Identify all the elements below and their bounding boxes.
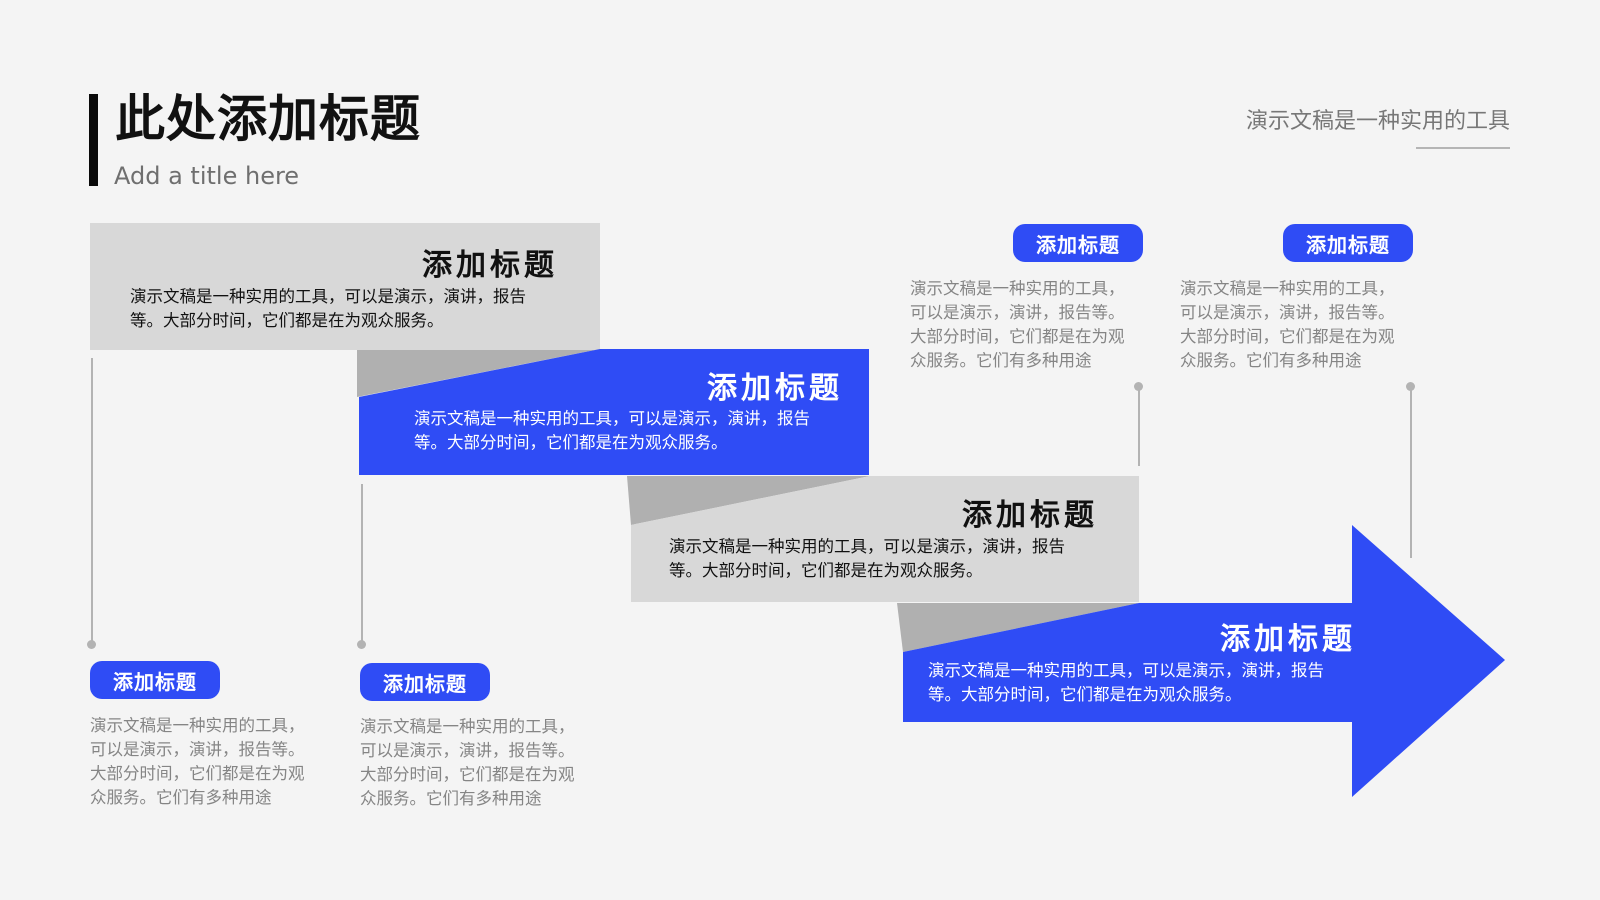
connector-line-2 <box>361 484 363 645</box>
callout-1-badge: 添加标题 <box>90 661 220 699</box>
step-3-desc-line2: 等。大部分时间，它们都是在为观众服务。 <box>669 561 983 580</box>
step-4-desc: 演示文稿是一种实用的工具，可以是演示，演讲，报告 等。大部分时间，它们都是在为观… <box>928 659 1324 707</box>
step-2-desc: 演示文稿是一种实用的工具，可以是演示，演讲，报告 等。大部分时间，它们都是在为观… <box>414 407 810 455</box>
callout-2-line: 演示文稿是一种实用的工具， <box>360 717 575 736</box>
fold-shadow-2 <box>627 476 870 525</box>
connector-dot-1 <box>87 640 96 649</box>
step-4-desc-line1: 演示文稿是一种实用的工具，可以是演示，演讲，报告 <box>928 661 1324 680</box>
connector-line-4 <box>1410 386 1412 558</box>
callout-1-line: 可以是演示，演讲，报告等。 <box>90 740 305 759</box>
step-2-title: 添加标题 <box>707 371 843 406</box>
fold-shadow-3 <box>897 603 1139 652</box>
callout-4-desc: 演示文稿是一种实用的工具， 可以是演示，演讲，报告等。 大部分时间，它们都是在为… <box>1180 277 1395 373</box>
callout-2-line: 可以是演示，演讲，报告等。 <box>360 741 575 760</box>
callout-4-line: 众服务。它们有多种用途 <box>1180 351 1362 370</box>
fold-shadow-1 <box>357 349 600 397</box>
connector-dot-3 <box>1134 382 1143 391</box>
step-3-title: 添加标题 <box>962 498 1098 533</box>
step-2-desc-line2: 等。大部分时间，它们都是在为观众服务。 <box>414 433 728 452</box>
step-3-desc: 演示文稿是一种实用的工具，可以是演示，演讲，报告 等。大部分时间，它们都是在为观… <box>669 535 1065 583</box>
connector-line-3 <box>1138 386 1140 466</box>
step-4-title: 添加标题 <box>1220 622 1356 657</box>
page-title: 此处添加标题 <box>115 90 421 148</box>
connector-line-1 <box>91 358 93 645</box>
step-2-desc-line1: 演示文稿是一种实用的工具，可以是演示，演讲，报告 <box>414 409 810 428</box>
tagline-underline <box>1416 147 1510 149</box>
callout-3-badge: 添加标题 <box>1013 224 1143 262</box>
callout-3-desc: 演示文稿是一种实用的工具， 可以是演示，演讲，报告等。 大部分时间，它们都是在为… <box>910 277 1125 373</box>
callout-2-badge: 添加标题 <box>360 663 490 701</box>
step-panel-3 <box>631 476 1139 602</box>
callout-1-line: 众服务。它们有多种用途 <box>90 788 272 807</box>
callout-2-desc: 演示文稿是一种实用的工具， 可以是演示，演讲，报告等。 大部分时间，它们都是在为… <box>360 715 575 811</box>
callout-3-line: 演示文稿是一种实用的工具， <box>910 279 1125 298</box>
step-4-desc-line2: 等。大部分时间，它们都是在为观众服务。 <box>928 685 1242 704</box>
callout-1-line: 大部分时间，它们都是在为观 <box>90 764 305 783</box>
header-tagline: 演示文稿是一种实用的工具 <box>1245 109 1510 134</box>
step-1-title: 添加标题 <box>422 248 558 283</box>
step-panel-1 <box>90 223 600 350</box>
page-subtitle: Add a title here <box>114 162 300 190</box>
step-3-desc-line1: 演示文稿是一种实用的工具，可以是演示，演讲，报告 <box>669 537 1065 556</box>
step-panel-2 <box>359 349 869 475</box>
callout-4-badge: 添加标题 <box>1283 224 1413 262</box>
callout-3-line: 众服务。它们有多种用途 <box>910 351 1092 370</box>
callout-2-line: 大部分时间，它们都是在为观 <box>360 765 575 784</box>
callout-3-line: 可以是演示，演讲，报告等。 <box>910 303 1125 322</box>
title-accent-bar <box>89 94 98 186</box>
callout-4-line: 大部分时间，它们都是在为观 <box>1180 327 1395 346</box>
step-1-desc-line2: 等。大部分时间，它们都是在为观众服务。 <box>130 311 444 330</box>
connector-dot-2 <box>357 640 366 649</box>
callout-2-line: 众服务。它们有多种用途 <box>360 789 542 808</box>
step-arrow-panel <box>903 525 1505 797</box>
step-1-desc-line1: 演示文稿是一种实用的工具，可以是演示，演讲，报告 <box>130 287 526 306</box>
callout-1-desc: 演示文稿是一种实用的工具， 可以是演示，演讲，报告等。 大部分时间，它们都是在为… <box>90 714 305 810</box>
step-1-desc: 演示文稿是一种实用的工具，可以是演示，演讲，报告 等。大部分时间，它们都是在为观… <box>130 285 526 333</box>
callout-3-line: 大部分时间，它们都是在为观 <box>910 327 1125 346</box>
callout-4-line: 演示文稿是一种实用的工具， <box>1180 279 1395 298</box>
callout-1-line: 演示文稿是一种实用的工具， <box>90 716 305 735</box>
callout-4-line: 可以是演示，演讲，报告等。 <box>1180 303 1395 322</box>
connector-dot-4 <box>1406 382 1415 391</box>
